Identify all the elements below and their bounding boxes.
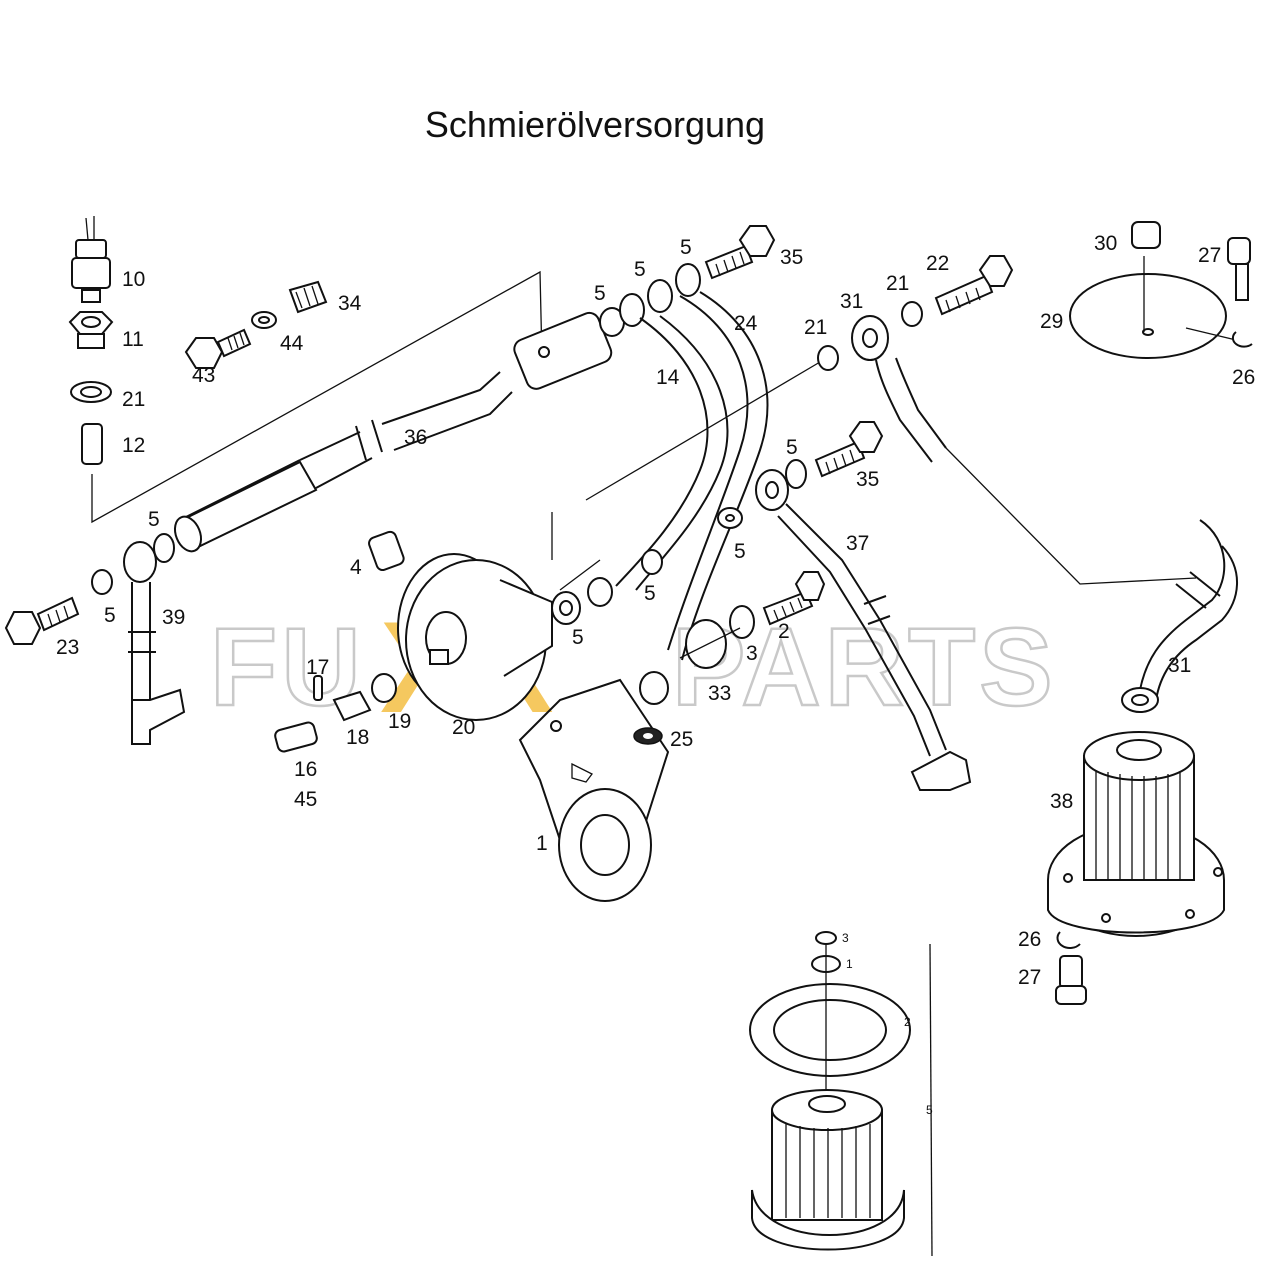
bolt-43-group [184,280,328,369]
callout-5h: 5 [734,540,746,563]
callout-45: 45 [294,788,317,811]
callout-22: 22 [926,252,949,275]
kit-callout-3: 3 [842,931,849,945]
callout-31b: 31 [1168,654,1191,677]
watermark-left: FU [210,606,365,729]
oil-filter-38 [1047,731,1225,1005]
middle-fittings [551,507,826,745]
callout-16: 16 [294,758,317,781]
callout-36: 36 [404,426,427,449]
callout-5e: 5 [104,604,116,627]
callout-3: 3 [746,642,758,665]
callout-19: 19 [388,710,411,733]
pipe-31-upper [585,255,1197,585]
callout-33: 33 [708,682,731,705]
callout-20: 20 [452,716,475,739]
sensor-stack [68,216,543,524]
callout-37: 37 [846,532,869,555]
callout-5f: 5 [572,626,584,649]
callout-31a: 31 [840,290,863,313]
callout-labels: 10 11 21 12 43 44 34 36 5 5 5 35 14 24 3… [56,232,1255,1117]
callout-35b: 35 [856,468,879,491]
callout-25: 25 [670,728,693,751]
kit-callout-1: 1 [846,957,853,971]
cover-plate-29 [1069,221,1253,359]
callout-12: 12 [122,434,145,457]
diagram-title: Schmierölversorgung [424,104,766,145]
callout-1: 1 [536,832,548,855]
small-parts-left [274,673,397,753]
callout-44: 44 [280,332,304,355]
callout-29: 29 [1040,310,1063,333]
callout-30: 30 [1094,232,1117,255]
callout-5g: 5 [644,582,656,605]
callout-21b: 21 [804,316,827,339]
watermark: FU XX PARTS [209,594,1054,740]
callout-10: 10 [122,268,145,291]
callout-21c: 21 [886,272,909,295]
callout-21a: 21 [122,388,145,411]
callout-14: 14 [656,366,680,389]
pipe-36 [173,311,613,553]
callout-43: 43 [192,364,215,387]
pipe-31-lower [1121,519,1238,713]
callout-26b: 26 [1018,928,1041,951]
pipe-39 [4,533,186,745]
pump-assembly [368,512,670,902]
callout-5a: 5 [594,282,606,305]
callout-17: 17 [306,656,329,679]
callout-34: 34 [338,292,362,315]
callout-2: 2 [778,620,790,643]
callout-38: 38 [1050,790,1073,813]
callout-18: 18 [346,726,369,749]
callout-27a: 27 [1198,244,1221,267]
callout-5c: 5 [680,236,692,259]
callout-27b: 27 [1018,966,1041,989]
pipe-37 [755,421,972,791]
hoses-14-24 [599,225,776,661]
callout-24: 24 [734,312,758,335]
callout-4: 4 [350,556,362,579]
callout-11: 11 [122,328,144,351]
callout-26a: 26 [1232,366,1255,389]
callout-39: 39 [162,606,185,629]
callout-35a: 35 [780,246,803,269]
callout-23: 23 [56,636,79,659]
callout-5i: 5 [786,436,798,459]
kit-callout-2: 2 [904,1015,911,1029]
kit-callout-5: 5 [926,1103,933,1117]
callout-5b: 5 [634,258,646,281]
filter-kit [749,931,933,1257]
callout-5d: 5 [148,508,160,531]
